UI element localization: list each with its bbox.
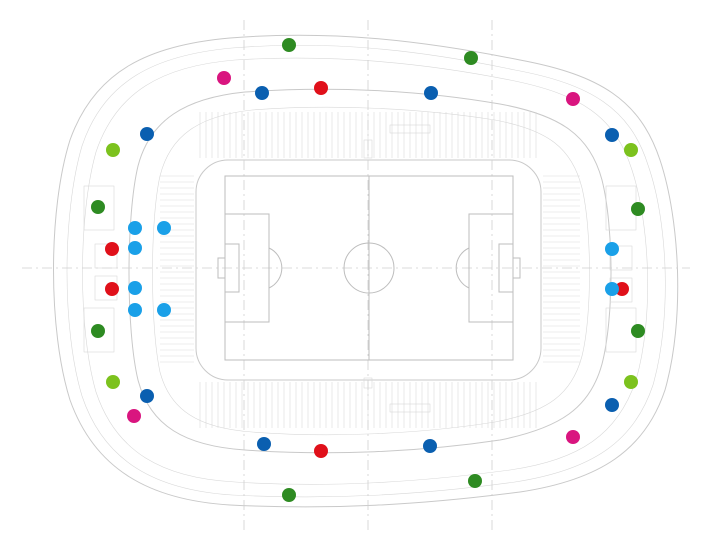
map-marker-dark-blue[interactable] xyxy=(140,389,154,403)
map-marker-green[interactable] xyxy=(91,200,105,214)
axis-lines xyxy=(22,20,690,530)
map-marker-magenta[interactable] xyxy=(566,430,580,444)
map-marker-magenta[interactable] xyxy=(566,92,580,106)
map-marker-light-blue[interactable] xyxy=(128,241,142,255)
map-marker-green[interactable] xyxy=(464,51,478,65)
map-marker-light-blue[interactable] xyxy=(157,221,171,235)
map-marker-lime[interactable] xyxy=(624,375,638,389)
map-marker-red[interactable] xyxy=(105,282,119,296)
map-marker-green[interactable] xyxy=(282,38,296,52)
map-marker-light-blue[interactable] xyxy=(128,303,142,317)
stand-details xyxy=(83,124,637,413)
map-marker-green[interactable] xyxy=(282,488,296,502)
map-marker-light-blue[interactable] xyxy=(128,221,142,235)
map-marker-green[interactable] xyxy=(631,324,645,338)
football-pitch xyxy=(217,175,521,361)
map-marker-green[interactable] xyxy=(468,474,482,488)
map-marker-light-blue[interactable] xyxy=(157,303,171,317)
map-marker-dark-blue[interactable] xyxy=(257,437,271,451)
map-marker-dark-blue[interactable] xyxy=(605,128,619,142)
map-marker-red[interactable] xyxy=(105,242,119,256)
map-marker-lime[interactable] xyxy=(106,143,120,157)
map-marker-light-blue[interactable] xyxy=(605,282,619,296)
map-marker-lime[interactable] xyxy=(106,375,120,389)
map-marker-dark-blue[interactable] xyxy=(423,439,437,453)
stadium-outline xyxy=(53,34,679,508)
map-marker-red[interactable] xyxy=(615,282,629,296)
map-marker-green[interactable] xyxy=(631,202,645,216)
map-marker-red[interactable] xyxy=(314,81,328,95)
map-marker-dark-blue[interactable] xyxy=(255,86,269,100)
map-marker-green[interactable] xyxy=(91,324,105,338)
map-marker-light-blue[interactable] xyxy=(128,281,142,295)
map-marker-dark-blue[interactable] xyxy=(605,398,619,412)
map-marker-red[interactable] xyxy=(314,444,328,458)
map-marker-light-blue[interactable] xyxy=(605,242,619,256)
markers-layer xyxy=(91,38,645,502)
map-marker-lime[interactable] xyxy=(624,143,638,157)
seating-rows xyxy=(160,112,580,428)
map-marker-magenta[interactable] xyxy=(127,409,141,423)
map-marker-dark-blue[interactable] xyxy=(424,86,438,100)
map-marker-magenta[interactable] xyxy=(217,71,231,85)
map-marker-dark-blue[interactable] xyxy=(140,127,154,141)
